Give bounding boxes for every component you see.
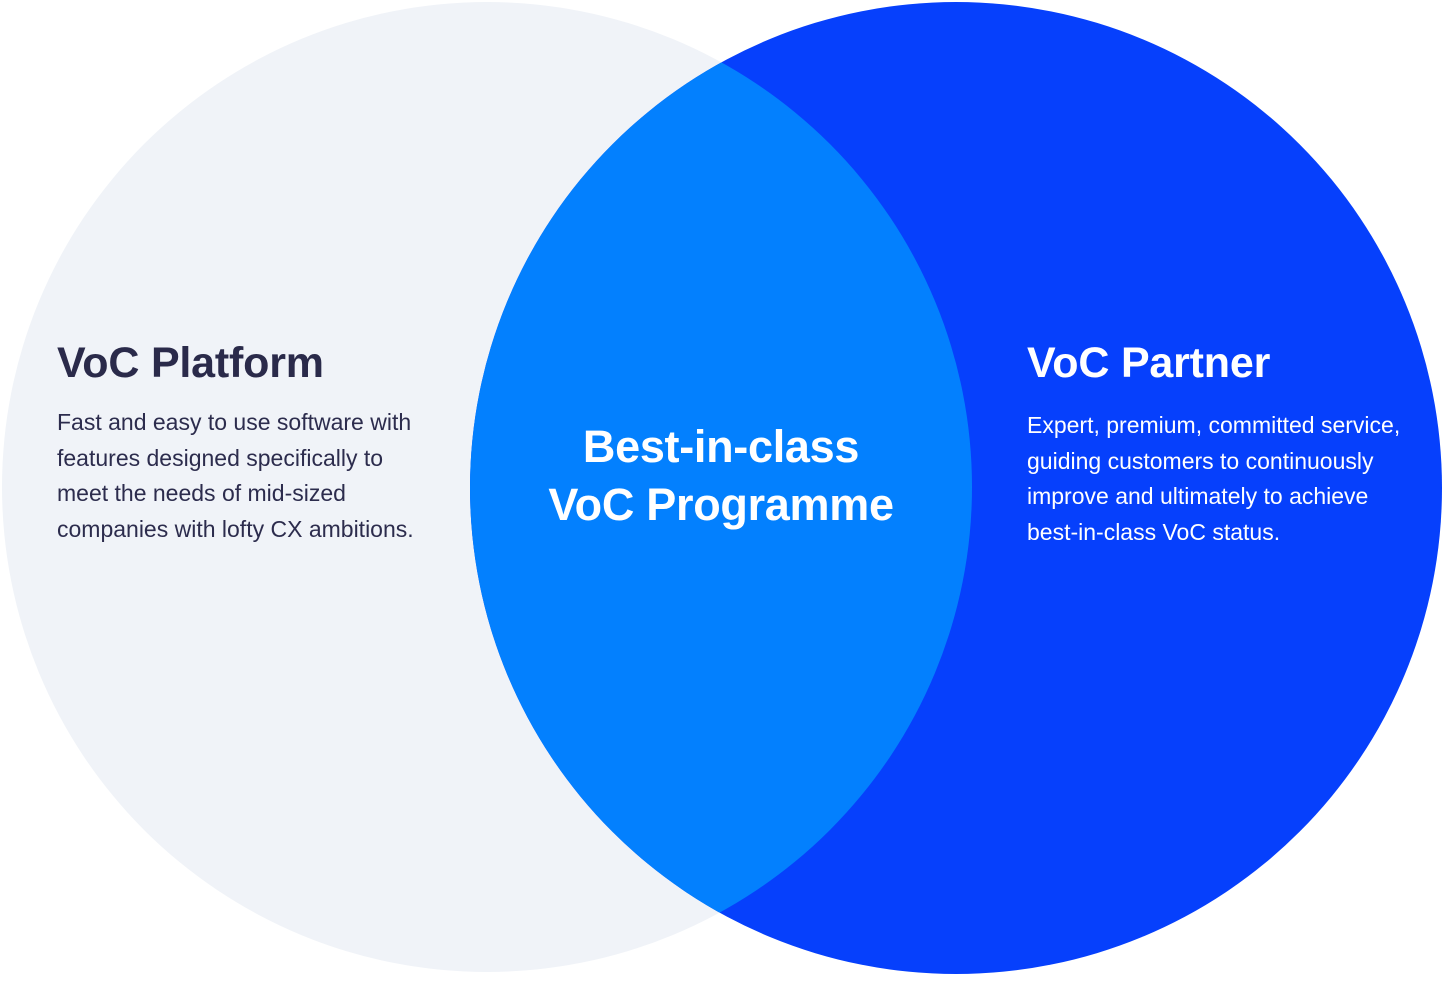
panel-voc-platform: VoC Platform Fast and easy to use softwa… (57, 337, 439, 547)
voc-platform-description: Fast and easy to use software with featu… (57, 409, 414, 542)
intersection-title-line1: Best-in-class (582, 421, 860, 472)
intersection-title-line2: VoC Programme (548, 479, 894, 530)
voc-platform-title: VoC Platform (57, 339, 324, 387)
voc-partner-description: Expert, premium, committed service, guid… (1027, 412, 1401, 545)
intersection-title: Best-in-class VoC Programme (470, 418, 972, 534)
intersection-lens (470, 2, 972, 972)
voc-partner-title: VoC Partner (1027, 339, 1271, 387)
panel-intersection: Best-in-class VoC Programme (470, 418, 972, 534)
panel-voc-partner: VoC Partner Expert, premium, committed s… (1027, 337, 1419, 550)
